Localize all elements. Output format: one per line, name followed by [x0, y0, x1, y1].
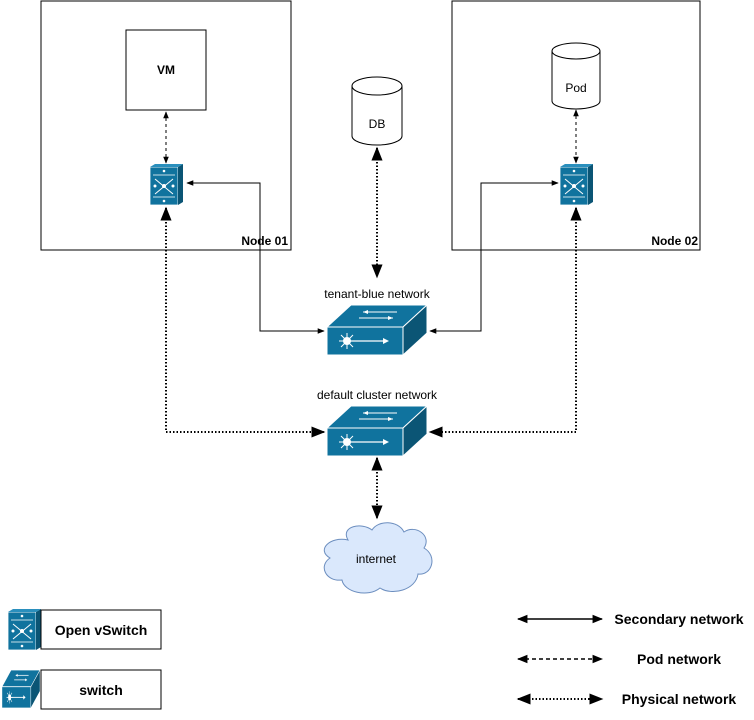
vm-box: VM [125, 29, 207, 111]
open-vswitch-icon-node02 [559, 163, 594, 206]
legend-ovs-label: Open vSwitch [55, 622, 148, 638]
node-01-label: Node 01 [241, 234, 288, 248]
default-switch-icon [326, 405, 428, 457]
db-cylinder: DB [351, 76, 403, 146]
legend-switch-label: switch [79, 682, 123, 698]
legend: Open vSwitch switch Secondary network Po… [1, 608, 744, 710]
physical-network-links [160, 146, 582, 520]
tenant-switch-icon [326, 304, 428, 356]
legend-pod-label: Pod network [637, 651, 721, 667]
legend-switch-icon [1, 669, 41, 709]
pod-cylinder: Pod [551, 42, 601, 110]
tenant-network-label: tenant-blue network [324, 287, 430, 301]
vm-label: VM [157, 63, 175, 77]
legend-secondary-label: Secondary network [614, 611, 743, 627]
default-network-label: default cluster network [317, 388, 438, 402]
open-vswitch-icon-node01 [149, 163, 184, 206]
legend-physical-label: Physical network [622, 691, 737, 707]
pod-label: Pod [565, 81, 586, 95]
pod-network-links [163, 109, 579, 164]
node-02-label: Node 02 [651, 234, 698, 248]
legend-open-vswitch-icon [7, 608, 42, 651]
internet-label: internet [356, 552, 397, 566]
internet-cloud: internet [323, 522, 433, 594]
db-label: DB [369, 117, 386, 131]
